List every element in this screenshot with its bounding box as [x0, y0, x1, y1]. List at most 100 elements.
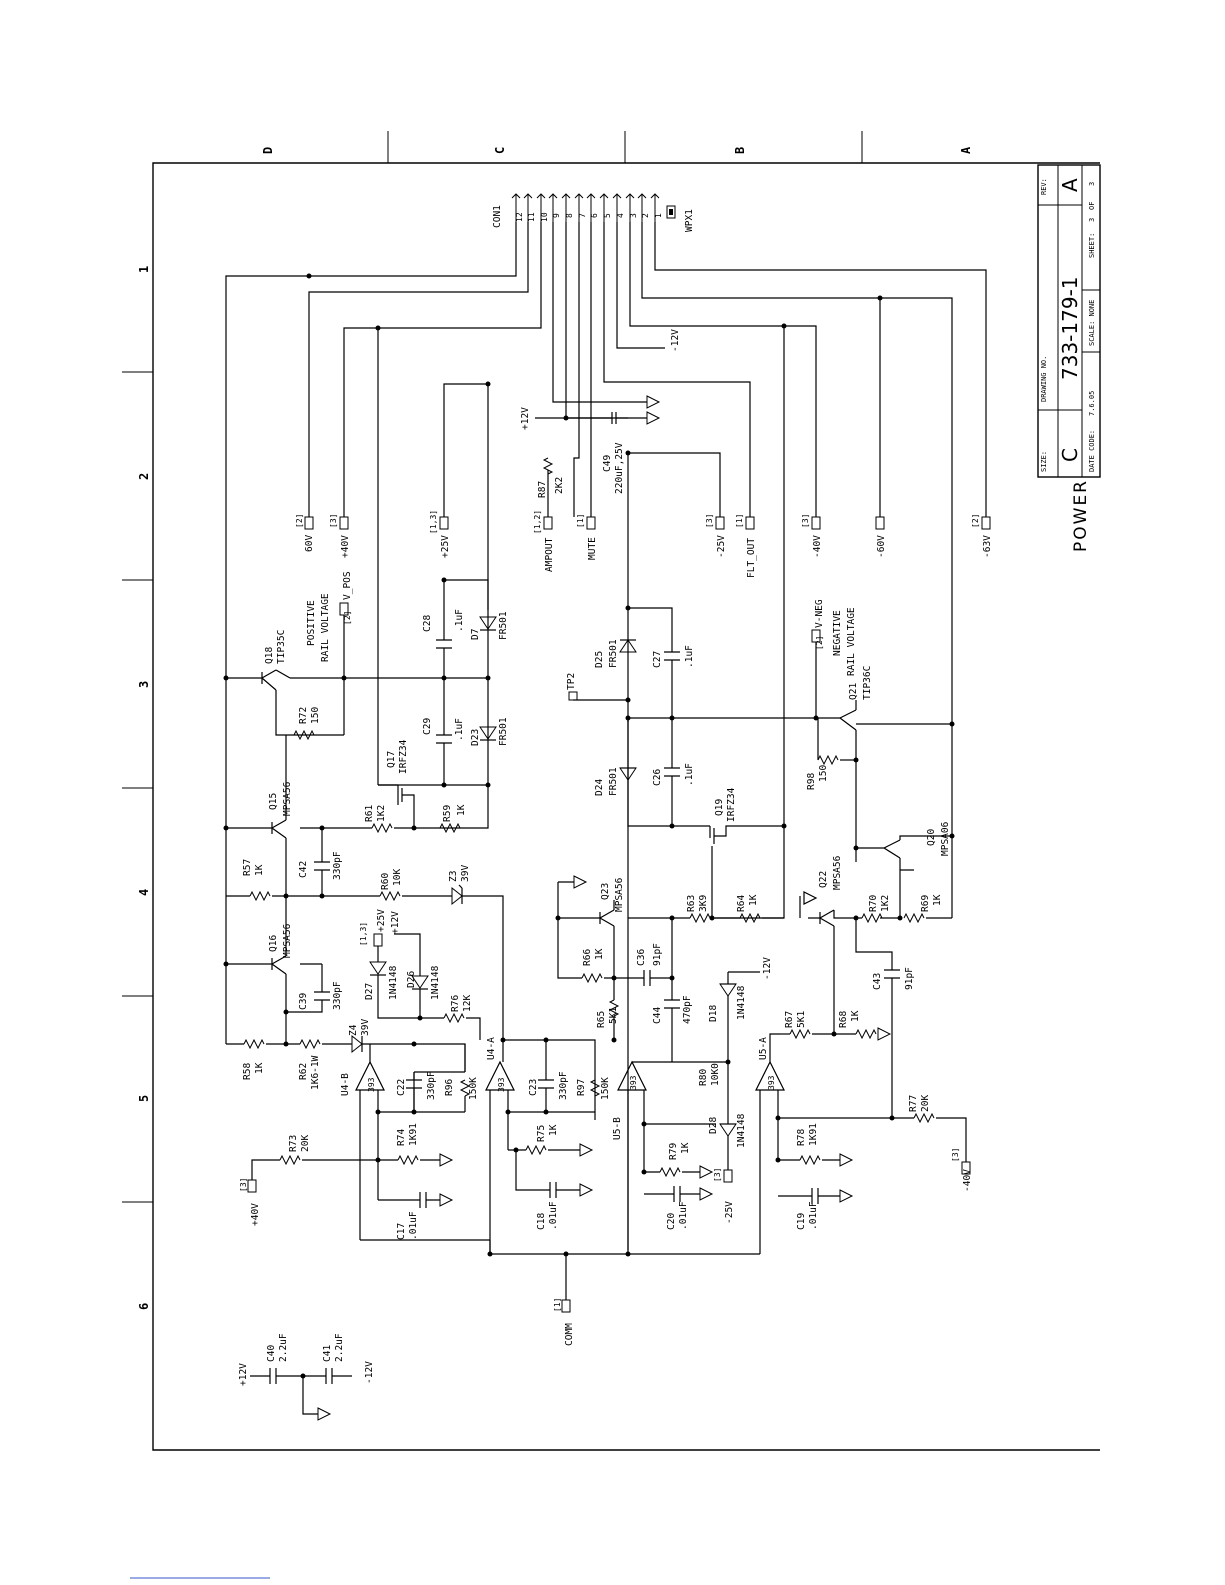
sheet-number: 3: [1088, 218, 1096, 222]
c44-ref: C44: [652, 1007, 663, 1024]
wpx1-label: WPX1: [684, 209, 695, 232]
r70-value: 1K2: [880, 895, 891, 912]
c43-ref: C43: [872, 973, 883, 990]
q20-ref: Q20: [926, 829, 937, 846]
net-25v-ref: [1,3]: [429, 510, 438, 534]
r64-ref: R64: [736, 895, 747, 912]
net-m40v: -40V: [812, 535, 823, 558]
r79-ref: R79: [668, 1143, 679, 1160]
r69-value: 1K: [932, 894, 943, 906]
negative-output-stage: V-NEG [2] NEGATIVE RAIL VOLTAGE Q21 TIP3…: [755, 517, 973, 1254]
pin-1: 1: [654, 213, 663, 218]
d25-value: FR501: [608, 639, 619, 668]
c19-value: .01uF: [808, 1201, 819, 1230]
u5a-ic: 393: [767, 1075, 776, 1090]
connector-con1: CON1 12 11 10 9 8 7 6 5 4 3 2 1 WPX1: [492, 193, 695, 232]
net-ampout: AMPOUT: [544, 537, 555, 572]
q22-value: MPSA56: [832, 855, 843, 890]
q23-ref: Q23: [600, 883, 611, 900]
u4a-ic: 393: [497, 1077, 506, 1092]
z3-value: 39V: [460, 865, 471, 882]
c28-value: .1uF: [454, 609, 465, 632]
q21-ref: Q21: [848, 683, 859, 700]
net-flt-out-ref: [1]: [735, 514, 744, 528]
q16-value: MPSA56: [282, 923, 293, 958]
r78-ref: R78: [796, 1129, 807, 1146]
r61-value: 1K2: [376, 805, 387, 822]
d24-ref: D24: [594, 779, 605, 796]
net-25v-b-ref: [1,3]: [359, 922, 368, 946]
r65-ref: R65: [596, 1011, 607, 1028]
r98-ref: R98: [806, 773, 817, 790]
net-vneg: V-NEG: [814, 599, 825, 628]
u4a-ref: U4-A: [486, 1037, 497, 1060]
d26-value: 1N4148: [430, 965, 441, 1000]
r74-ref: R74: [396, 1129, 407, 1146]
q23-value: MPSA56: [614, 877, 625, 912]
net-comm: COMM: [564, 1323, 575, 1346]
d25-ref: D25: [594, 651, 605, 668]
net-p12v-c: +12V: [238, 1363, 249, 1386]
c43-value: 91pF: [904, 967, 915, 990]
r65-value: 5K1: [608, 1007, 619, 1024]
of-label: OF: [1088, 202, 1096, 210]
r63-value: 3K9: [698, 895, 709, 912]
net-flt-out: FLT_OUT: [746, 538, 757, 578]
c29-ref: C29: [422, 718, 433, 735]
pin-11: 11: [527, 212, 536, 222]
net-p12v-b: +12V: [390, 911, 401, 934]
u5b-ic: 393: [629, 1075, 638, 1090]
d24-value: FR501: [608, 767, 619, 796]
net-m25v-b-ref: [3]: [713, 1168, 722, 1182]
pin-2: 2: [641, 213, 650, 218]
r68-value: 1K: [850, 1010, 861, 1022]
q15-ref: Q15: [268, 793, 279, 810]
net-60v-ref: [2]: [295, 514, 304, 528]
c18-ref: C18: [536, 1213, 547, 1230]
net-m40v-b: -40V: [962, 1169, 973, 1192]
net-flags-top: 60V [2] +40V [3] +25V [1,3] AMPOUT [1,2]…: [295, 329, 993, 578]
r63-ref: R63: [686, 895, 697, 912]
r57-value: 1K: [254, 864, 265, 876]
net-m40v-b-ref: [3]: [951, 1148, 960, 1162]
r74-value: 1K91: [408, 1123, 419, 1146]
r64-value: 1K: [748, 894, 759, 906]
net-m60v: -60V: [876, 535, 887, 558]
net-60v: 60V: [304, 535, 315, 552]
grid-row-2: 2: [137, 473, 151, 480]
c23-value: 330pF: [558, 1071, 569, 1100]
sheet-title: POWER: [1071, 479, 1091, 552]
r96-ref: R96: [444, 1079, 455, 1096]
drawing-no-label: DRAWING NO.: [1040, 356, 1048, 402]
grid-col-c: C: [493, 147, 507, 154]
r80-ref: R80: [698, 1069, 709, 1086]
z4-ref: Z4: [348, 1024, 359, 1036]
r57-ref: R57: [242, 859, 253, 876]
net-m12v: -12V: [670, 329, 681, 352]
positive-rail-section: Q18 TIP35C R72 150 POSITIVE RAIL VOLTAGE…: [223, 571, 509, 1044]
c17-ref: C17: [396, 1223, 407, 1240]
pin-8: 8: [565, 213, 574, 218]
r76-value: 12K: [462, 995, 473, 1012]
grid-row-6: 6: [137, 1303, 151, 1310]
net-mute: MUTE: [587, 537, 598, 560]
pin-9: 9: [552, 213, 561, 218]
c20-ref: C20: [666, 1213, 677, 1230]
net-40v: +40V: [340, 535, 351, 558]
r75-ref: R75: [536, 1125, 547, 1142]
pin-4: 4: [616, 213, 625, 218]
c41-value: 2.2uF: [334, 1333, 345, 1362]
rev-label: REV:: [1040, 178, 1048, 195]
net-m25v: -25V: [716, 535, 727, 558]
c22-ref: C22: [396, 1079, 407, 1096]
r76-ref: R76: [450, 995, 461, 1012]
scale-label: SCALE: NONE: [1088, 300, 1096, 346]
r77-value: 20K: [920, 1095, 931, 1112]
d23-ref: D23: [470, 729, 481, 746]
r59-value: 1K: [456, 804, 467, 816]
q20-value: MPSA06: [940, 821, 951, 856]
size-value: C: [1058, 448, 1082, 462]
c28-ref: C28: [422, 615, 433, 632]
pin-5: 5: [603, 213, 612, 218]
r67-ref: R67: [784, 1011, 795, 1028]
